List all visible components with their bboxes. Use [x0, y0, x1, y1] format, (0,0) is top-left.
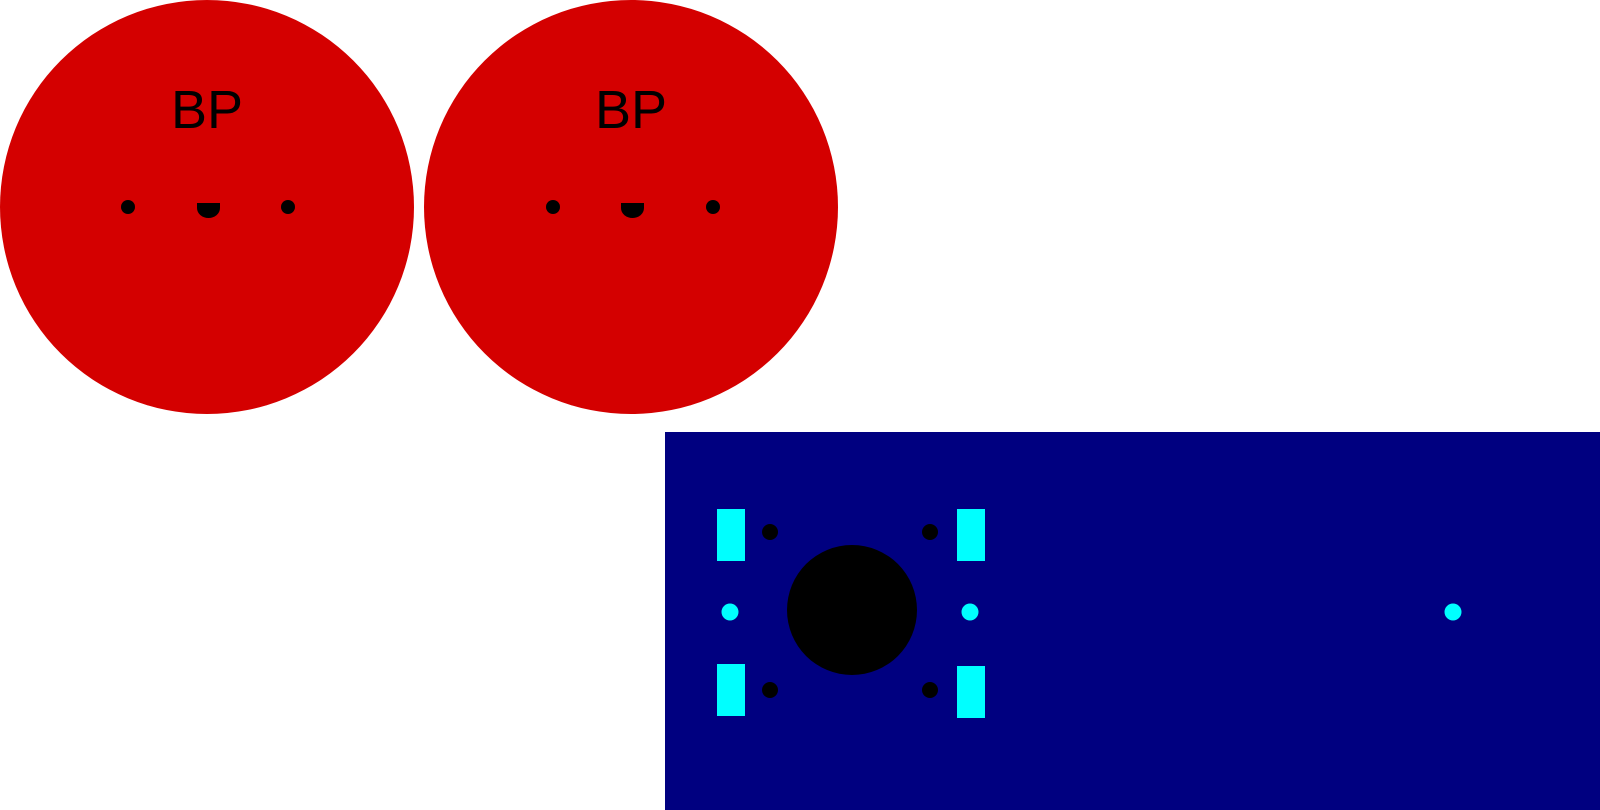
- part-2: BP: [424, 0, 838, 414]
- pin-dot: [706, 200, 720, 214]
- center-hole: [787, 545, 917, 675]
- via: [721, 603, 739, 621]
- pin-dot: [546, 200, 560, 214]
- board: [665, 432, 1600, 810]
- pad: [717, 509, 745, 561]
- pin-dot: [281, 200, 295, 214]
- via: [1444, 603, 1462, 621]
- pin-dot: [121, 200, 135, 214]
- hole: [922, 524, 938, 540]
- hole: [922, 682, 938, 698]
- via: [961, 603, 979, 621]
- pin-flat: [197, 203, 220, 219]
- pad: [957, 666, 985, 718]
- part-1: BP: [0, 0, 414, 414]
- hole: [762, 524, 778, 540]
- part-label: BP: [595, 80, 667, 140]
- pad: [957, 509, 985, 561]
- pin-flat: [621, 203, 644, 219]
- hole: [762, 682, 778, 698]
- pad: [717, 664, 745, 716]
- part-label: BP: [171, 80, 243, 140]
